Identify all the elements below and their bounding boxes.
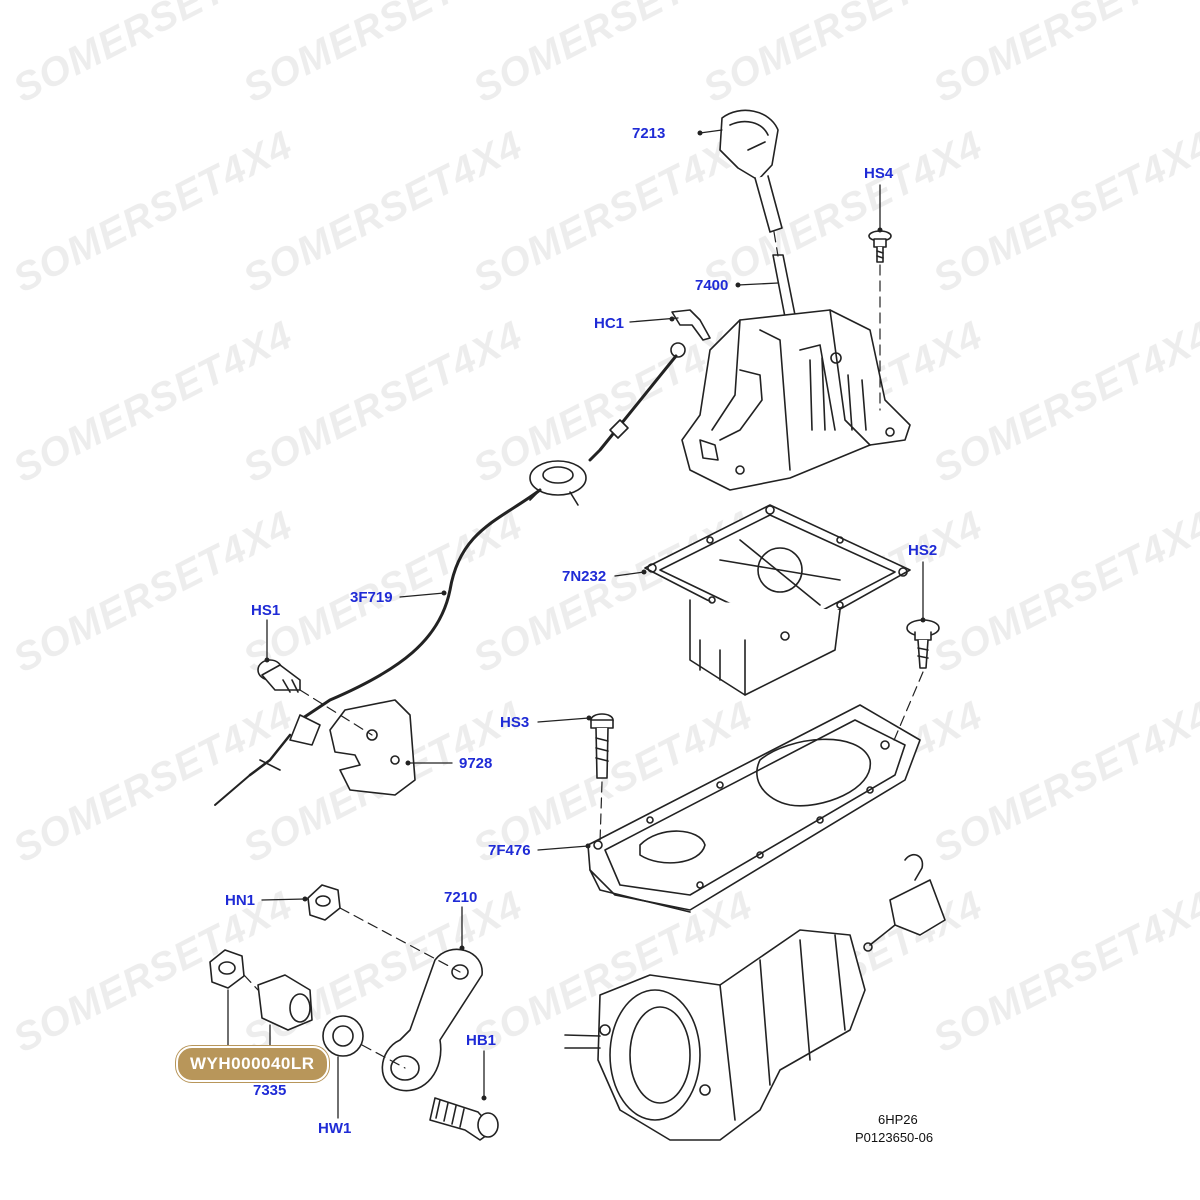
transmission-model-label: 6HP26 [878,1112,918,1127]
nut-7335-part [209,949,245,989]
callout-hs2[interactable]: HS2 [908,542,938,559]
bolt-hs1-part [257,659,301,693]
selector-cable-part [214,342,686,806]
callout-hn1[interactable]: HN1 [225,892,256,909]
bolt-hs3-part [590,713,614,779]
callout-hw1[interactable]: HW1 [318,1120,352,1137]
transmission-assembly-part [564,853,946,1141]
leader-lines [227,129,924,1119]
bushing-part [257,974,313,1031]
bracket-9728-part [329,699,416,796]
leader-dots [264,130,926,1101]
screw-hs4-part [868,230,892,263]
callout-9728[interactable]: 9728 [459,755,493,772]
callout-hs1[interactable]: HS1 [251,602,281,619]
callout-hc1[interactable]: HC1 [594,315,625,332]
callout-hb1[interactable]: HB1 [466,1032,497,1049]
alignment-lines [243,231,924,1069]
lever-7210-part [381,948,483,1092]
callout-7335[interactable]: 7335 [253,1082,287,1099]
drawing-number-label: P0123650-06 [855,1130,934,1145]
nut-hn1-part [307,884,341,921]
callout-7210[interactable]: 7210 [444,889,478,906]
callout-hs4[interactable]: HS4 [864,165,894,182]
shifter-housing-part [681,254,911,491]
callout-7n232[interactable]: 7N232 [562,568,607,585]
callout-3f719[interactable]: 3F719 [350,589,393,606]
callout-7400[interactable]: 7400 [695,277,729,294]
washer-hw1-part [322,1015,364,1057]
screw-hs2-part [906,619,940,669]
callout-7213[interactable]: 7213 [632,125,666,142]
shift-knob-part [719,109,783,233]
clip-hc1-part [671,309,711,341]
adapter-plate-part [644,504,911,696]
highlighted-part-badge[interactable]: WYH000040LR [176,1046,329,1082]
callout-hs3[interactable]: HS3 [500,714,530,731]
callout-7f476[interactable]: 7F476 [488,842,531,859]
bolt-hb1-part [429,1097,499,1141]
gasket-7f476-part [587,704,921,913]
